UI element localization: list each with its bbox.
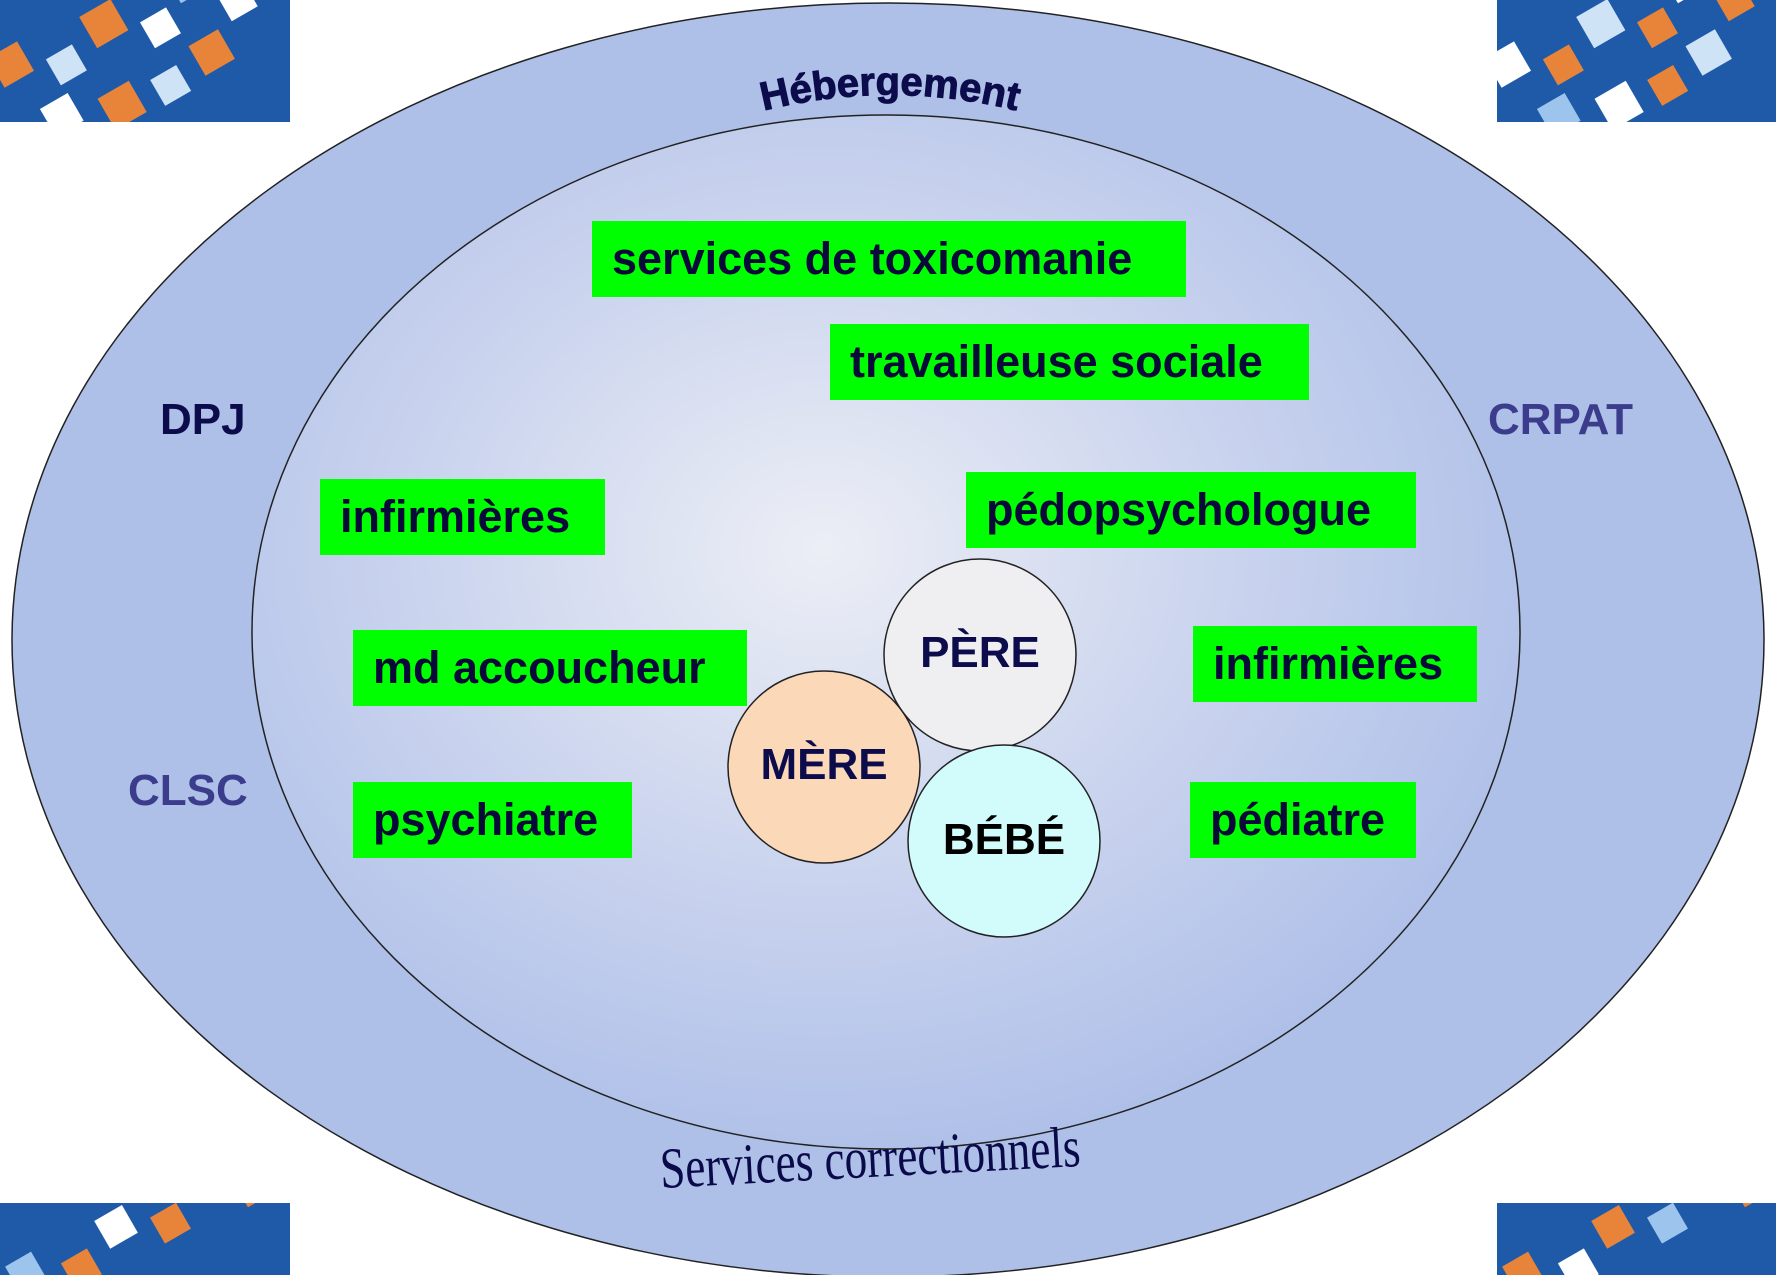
label-psychiatre: psychiatre: [353, 782, 632, 858]
hebergement-title: Hébergement: [755, 59, 1025, 119]
mere-circle: [727, 670, 921, 864]
label-pediatre: pédiatre: [1190, 782, 1416, 858]
corner-pattern-bottom-left: [0, 1203, 290, 1275]
clsc-label: CLSC: [128, 766, 248, 815]
corner-pattern-top-left: [0, 0, 290, 122]
label-pedopsychologue: pédopsychologue: [966, 472, 1416, 548]
label-travailleuse-sociale: travailleuse sociale: [830, 324, 1309, 400]
label-infirmieres-left: infirmières: [320, 479, 605, 555]
label-infirmieres-right: infirmières: [1193, 626, 1477, 702]
label-md-accoucheur: md accoucheur: [353, 630, 747, 706]
bebe-label: BÉBÉ: [942, 815, 1066, 864]
mere-label: MÈRE: [760, 740, 888, 789]
pere-label: PÈRE: [920, 628, 1040, 677]
dpj-label: DPJ: [160, 395, 246, 444]
corner-pattern-top-right: [1497, 0, 1776, 122]
svg-text:Hébergement: Hébergement: [756, 60, 1025, 119]
bebe-circle: [907, 744, 1101, 938]
crpat-label: CRPAT: [1488, 395, 1634, 444]
corner-pattern-bottom-right: [1497, 1203, 1776, 1275]
label-services-toxicomanie: services de toxicomanie: [592, 221, 1186, 297]
